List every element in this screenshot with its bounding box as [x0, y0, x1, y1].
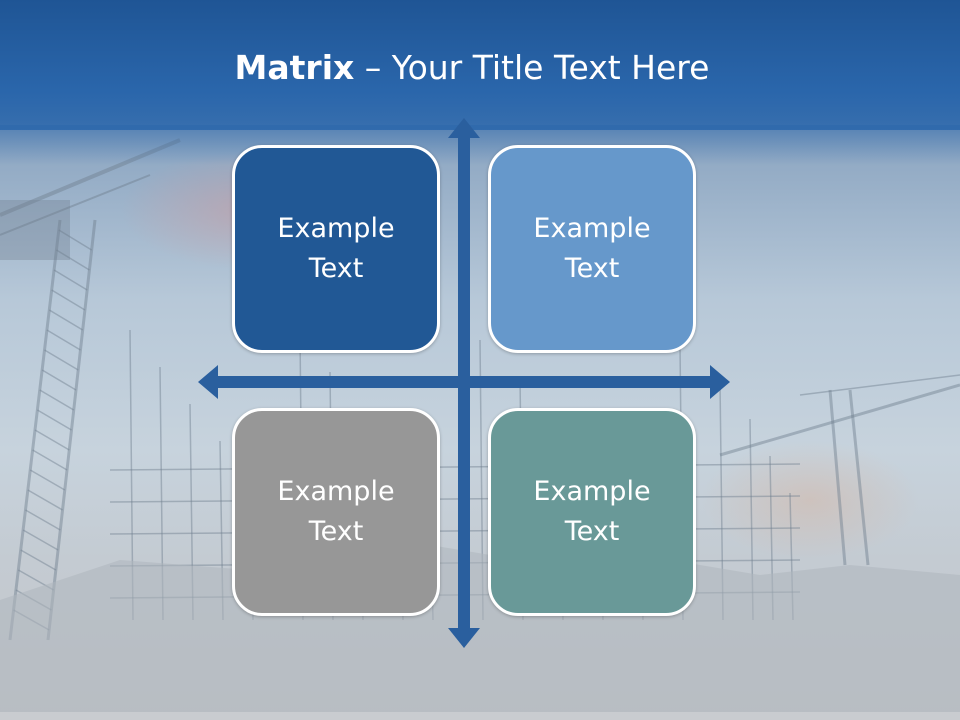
title-bold: Matrix [234, 48, 355, 87]
title-banner-fade [0, 125, 960, 165]
slide-title: Matrix – Your Title Text Here [0, 48, 944, 87]
vertical-axis-bottom-arrowhead [448, 628, 480, 648]
vertical-axis-top-arrowhead [448, 118, 480, 138]
background-cloud-glow-right [700, 440, 920, 560]
quadrant-bottom-left-text: Example Text [277, 476, 395, 547]
quadrant-top-right[interactable]: Example Text [488, 145, 696, 353]
quadrant-bottom-right-text: Example Text [533, 476, 651, 547]
quadrant-top-right-text: Example Text [533, 213, 651, 284]
horizontal-axis [214, 376, 714, 388]
title-banner [0, 0, 960, 130]
title-rest: – Your Title Text Here [354, 48, 710, 87]
quadrant-top-left[interactable]: Example Text [232, 145, 440, 353]
horizontal-axis-right-arrowhead [710, 365, 730, 399]
quadrant-top-left-text: Example Text [277, 213, 395, 284]
quadrant-bottom-right[interactable]: Example Text [488, 408, 696, 616]
bottom-strip [0, 712, 960, 720]
quadrant-bottom-left[interactable]: Example Text [232, 408, 440, 616]
horizontal-axis-left-arrowhead [198, 365, 218, 399]
